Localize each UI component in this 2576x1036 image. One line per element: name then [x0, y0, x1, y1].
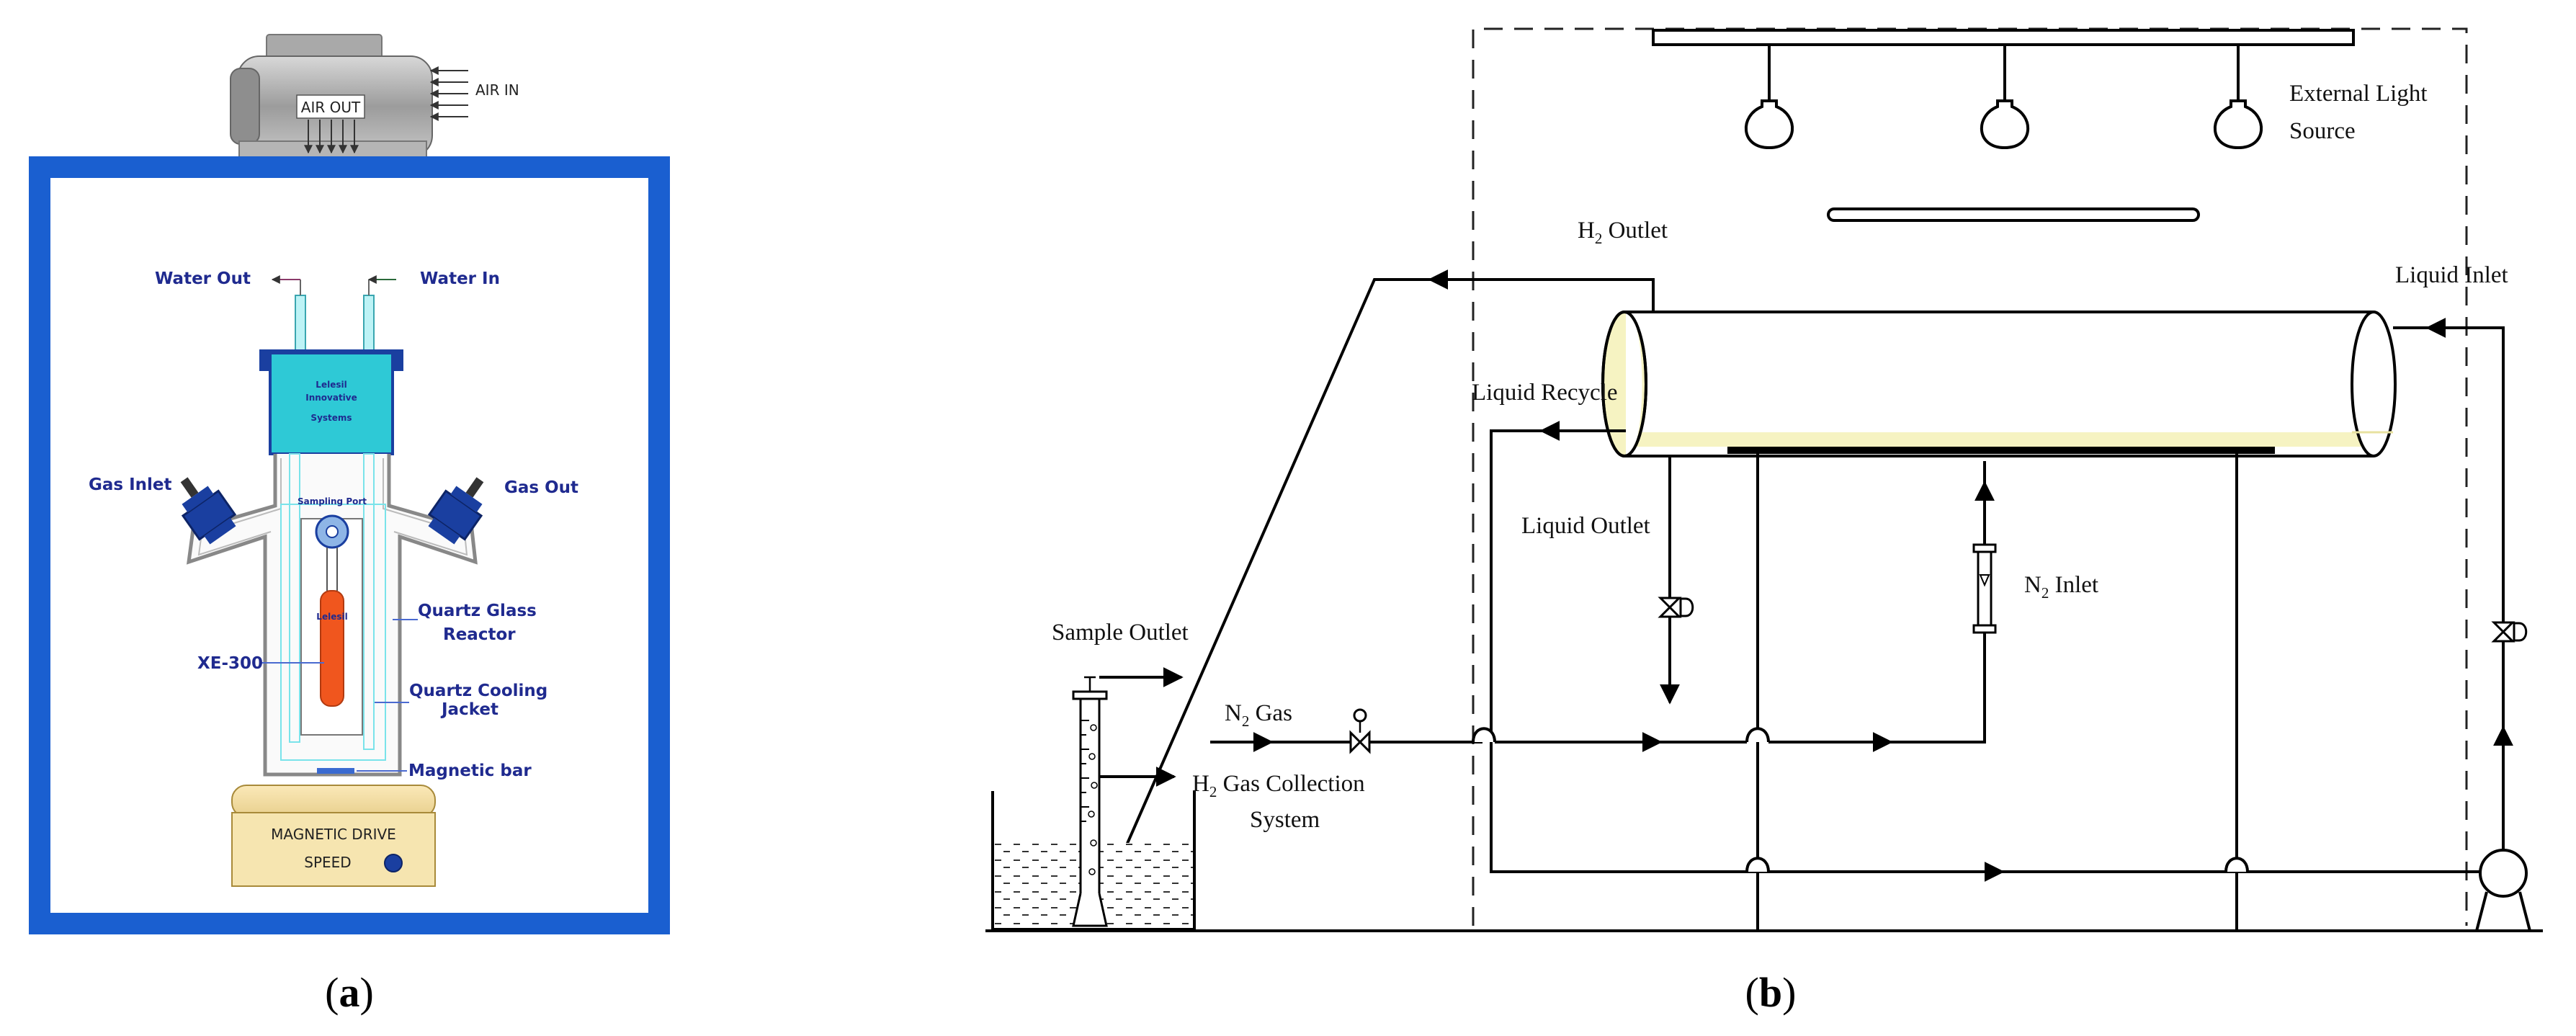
water-out-label: Water Out	[155, 269, 251, 288]
valve-n2-gas	[1349, 708, 1371, 754]
enclosure-dashed	[1472, 27, 2468, 926]
cooling-jacket-label-1: Quartz Cooling	[409, 682, 547, 700]
valve-liquid-inlet	[2491, 621, 2528, 643]
h2-outlet-label: H2 Outlet	[1578, 218, 1668, 247]
sampling-port-label: Sampling Port	[298, 496, 367, 506]
panel-a: AIR OUT AIR IN Water Out Water In	[29, 34, 670, 1016]
external-light-source	[1652, 29, 2355, 222]
magnetic-bar	[317, 768, 354, 774]
cooling-jacket-label-2: Jacket	[440, 700, 498, 719]
cap-line3: Systems	[310, 413, 352, 423]
quartz-glass-reactor-label-2: Reactor	[443, 625, 516, 644]
valve-liquid-outlet	[1658, 597, 1694, 618]
water-connectors	[271, 275, 396, 354]
gas-inlet-fitting	[180, 477, 237, 545]
speed-label: SPEED	[304, 854, 351, 871]
reactor-cap: Lelesil Innovative Systems	[259, 349, 403, 455]
caption-a: (a)	[325, 969, 374, 1016]
speed-knob	[384, 854, 403, 872]
magnetic-bar-label: Magnetic bar	[408, 762, 532, 780]
gas-inlet-label: Gas Inlet	[89, 475, 172, 494]
air-out-label: AIR OUT	[301, 99, 361, 116]
liquid-recycle-label: Liquid Recycle	[1472, 380, 1618, 406]
gas-out-fitting	[427, 477, 484, 545]
magnetic-drive-label: MAGNETIC DRIVE	[271, 826, 396, 843]
gas-out-label: Gas Out	[504, 478, 578, 497]
quartz-glass-reactor-label-1: Quartz Glass	[418, 602, 537, 620]
h2-collection-label-2: System	[1250, 807, 1320, 833]
caption-b: (b)	[1745, 969, 1797, 1016]
magnetic-stirrer: MAGNETIC DRIVE SPEED	[231, 785, 436, 887]
n2-gas-label: N2 Gas	[1225, 700, 1292, 730]
reactor-vessel: Sampling Port Lelesil	[186, 453, 478, 777]
cap-line2: Innovative	[305, 393, 357, 403]
liquid-inlet-label: Liquid Inlet	[2395, 262, 2508, 288]
h2-collection-label: H2 Gas Collection	[1192, 771, 1365, 800]
liquid-outlet-label: Liquid Outlet	[1521, 513, 1650, 539]
linear-lamp	[1827, 207, 2200, 222]
pump	[2475, 849, 2531, 932]
xe300-label: XE-300	[197, 654, 263, 673]
sample-outlet-label: Sample Outlet	[1052, 620, 1189, 646]
air-in-label: AIR IN	[475, 81, 519, 99]
n2-inlet-label: N2 Inlet	[2024, 572, 2098, 602]
lamp-label: Lelesil	[316, 612, 347, 622]
cap-line1: Lelesil	[316, 380, 346, 390]
blower-unit: AIR OUT AIR IN	[230, 34, 519, 161]
tubular-reactor	[1601, 311, 2397, 457]
external-light-label-1: External Light	[2289, 81, 2428, 107]
xe-lamp	[320, 590, 344, 707]
panel-b: External Light Source H2 Outlet Liquid I…	[985, 27, 2543, 1016]
n2-flowmeter	[1972, 543, 1997, 634]
gas-collection-system	[991, 676, 1196, 931]
external-light-label-2: Source	[2289, 118, 2356, 144]
water-in-label: Water In	[420, 269, 500, 288]
